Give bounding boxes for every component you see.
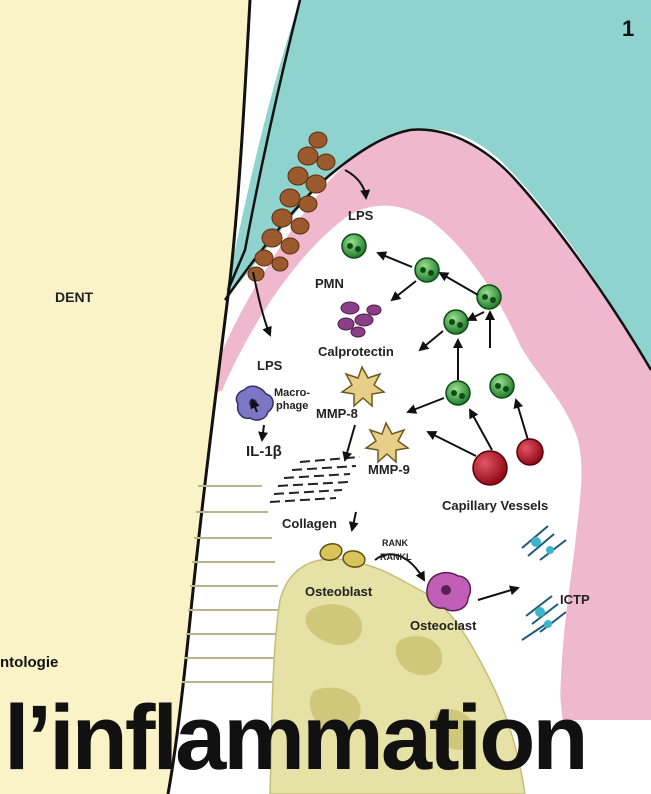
pmn-cell (342, 234, 366, 258)
lps-top-label: LPS (348, 208, 374, 223)
section-fragment: ntologie (0, 654, 58, 671)
rankl-label: RANKL (380, 552, 412, 562)
pmn-cell (415, 258, 439, 282)
pmn-cell (444, 310, 468, 334)
page-number: 1 (622, 16, 634, 42)
pmn-cell (446, 381, 470, 405)
calprotectin-label: Calprotectin (318, 344, 394, 359)
pmn-cell (477, 285, 501, 309)
pmn-label: PMN (315, 276, 344, 291)
capillary-vessels-label: Capillary Vessels (442, 498, 548, 513)
osteoblast-label: Osteoblast (305, 584, 373, 599)
osteoclast-label: Osteoclast (410, 618, 477, 633)
title-fragment: l’inflammation (4, 692, 586, 784)
mmp8-label: MMP-8 (316, 406, 358, 421)
rank-label: RANK (382, 538, 408, 548)
pmn-cell (490, 374, 514, 398)
lps-left-label: LPS (257, 358, 283, 373)
ictp-label: ICTP (560, 592, 590, 607)
tooth-label: DENT (55, 289, 94, 305)
macrophage-label-1: Macro- (274, 387, 310, 399)
mmp9-label: MMP-9 (368, 462, 410, 477)
il1b-label: IL-1β (246, 443, 282, 460)
macrophage-label-2: phage (276, 400, 308, 412)
collagen-label: Collagen (282, 516, 337, 531)
